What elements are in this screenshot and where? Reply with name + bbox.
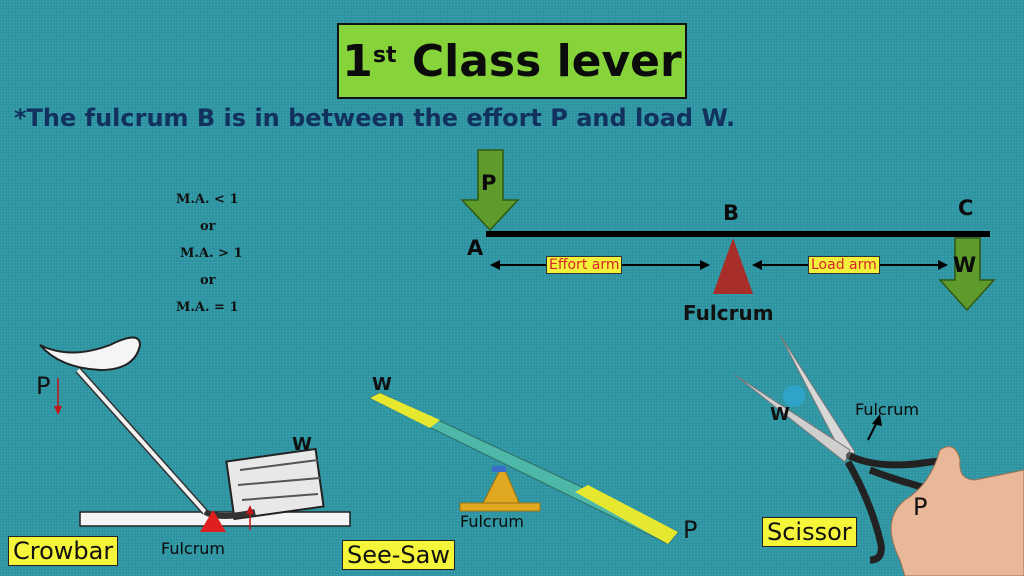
ma-line-2: or [200,219,216,234]
effort-label-p: P [481,171,497,195]
effort-arrow [460,149,520,232]
seesaw-fulcrum-label: Fulcrum [460,512,525,531]
ma-line-1: M.A. < 1 [176,192,239,207]
seesaw-caption: See-Saw [342,540,455,570]
fulcrum-label: Fulcrum [683,301,774,325]
ma-line-5: M.A. = 1 [176,300,239,315]
seesaw-stand [481,469,521,506]
load-arm-left-head [752,260,762,270]
crowbar-illustration [39,336,351,532]
crowbar-caption: Crowbar [8,536,119,566]
scissor-caption: Scissor [762,517,857,547]
effort-arm-label: Effort arm [546,256,623,274]
scissor-effort-label: P [913,493,928,521]
subtitle: *The fulcrum B is in between the effort … [14,104,736,132]
point-a-label: A [467,236,484,260]
title-superscript: st [372,42,397,68]
scissor-load-label: W [770,404,790,425]
fulcrum-triangle [713,238,753,294]
scissor-fulcrum-label: Fulcrum [855,400,920,419]
effort-arm-left-head [490,260,500,270]
crowbar-fulcrum [200,510,226,532]
load-label-w: W [953,253,977,277]
load-arm-right-head [938,260,948,270]
title-text: Class lever [396,35,682,87]
scissor-illustration [734,334,1024,576]
hand [890,446,1024,576]
seesaw-effort-label: P [683,516,698,544]
lever-diagram [460,149,996,312]
point-c-label: C [958,196,974,220]
ma-line-4: or [200,273,216,288]
crowbar-effort-label: P [36,372,51,400]
seesaw-load-label: W [372,374,392,395]
point-b-label: B [723,201,740,225]
load-arm-label: Load arm [808,256,880,274]
crowbar-fulcrum-label: Fulcrum [161,539,226,558]
ma-line-3: M.A. > 1 [180,246,243,261]
load-arrow [938,237,996,312]
scissor-load-ball [783,385,805,407]
seesaw-illustration [368,392,679,545]
effort-arm-right-head [700,260,710,270]
crowbar-load-label: W [292,434,312,455]
title-number: 1 [342,35,373,87]
